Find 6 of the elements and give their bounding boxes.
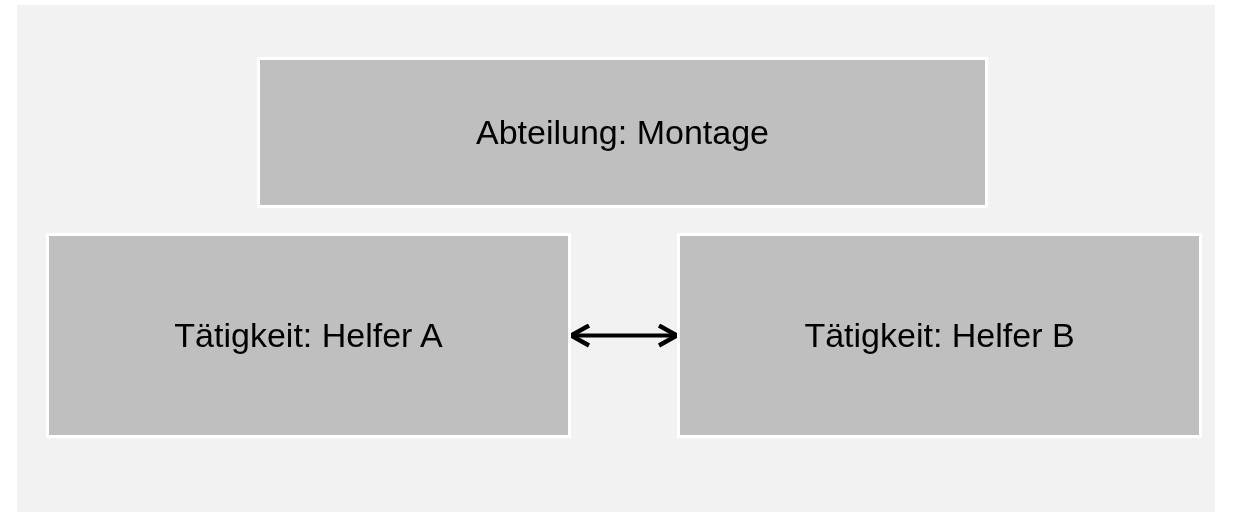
org-box xyxy=(46,233,571,438)
box-label: Tätigkeit: Helfer B xyxy=(804,316,1075,355)
org-box xyxy=(257,57,988,208)
box-label: Tätigkeit: Helfer A xyxy=(174,316,443,355)
box-label: Abteilung: Montage xyxy=(476,113,769,152)
org-box xyxy=(677,233,1202,438)
